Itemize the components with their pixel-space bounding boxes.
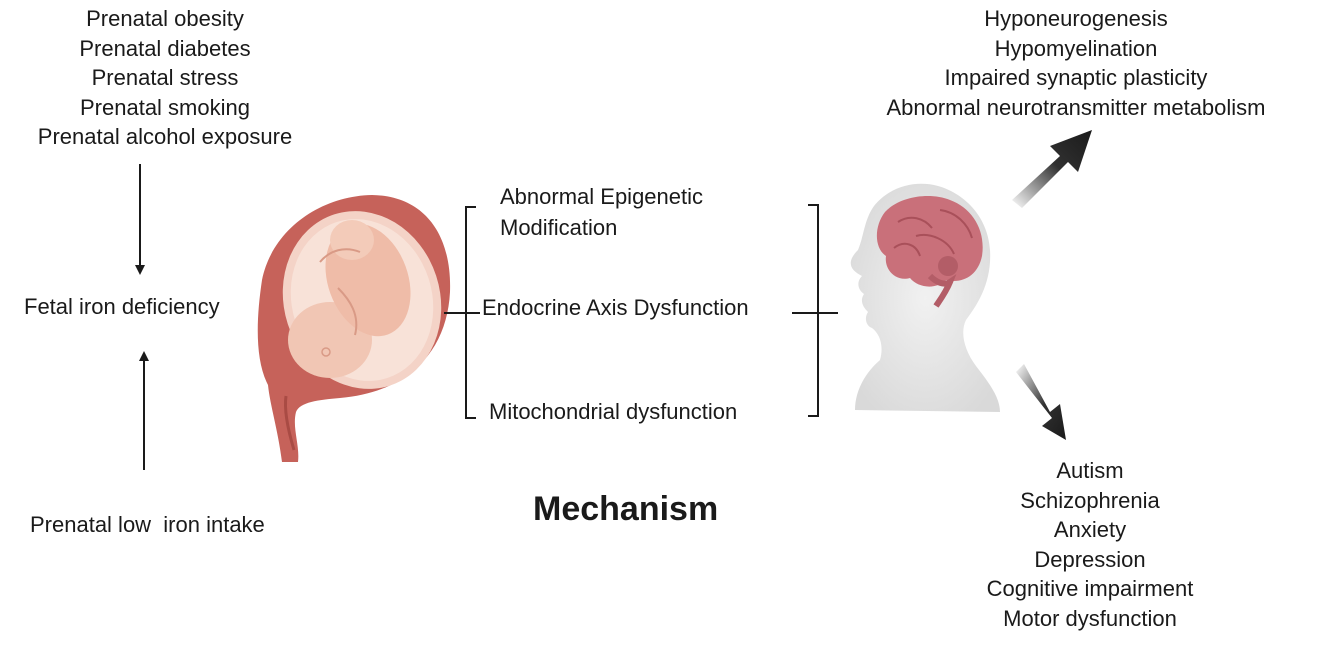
prenatal-cause-item: Prenatal stress (91, 65, 239, 90)
mechanism-epigenetic-line2: Modification (500, 215, 618, 240)
brain-effect-item: Hypomyelination (994, 35, 1158, 61)
mechanism-mitochondrial: Mitochondrial dysfunction (489, 399, 738, 424)
fetal-iron-deficiency-label: Fetal iron deficiency (24, 294, 220, 319)
brain-effect-item: Abnormal neurotransmitter metabolism (886, 94, 1266, 120)
mechanism-title: Mechanism (533, 490, 719, 528)
uterus-fetus-illustration (257, 195, 451, 462)
prenatal-cause-item: Prenatal diabetes (79, 35, 251, 61)
mechanism-epigenetic-line1: Abnormal Epigenetic (500, 184, 704, 209)
prenatal-low-iron-intake-label: Prenatal low iron intake (30, 512, 265, 537)
arrow-to-disorders (1016, 364, 1066, 440)
prenatal-cause-item: Prenatal smoking (80, 94, 250, 120)
disorder-item: Depression (1034, 546, 1146, 572)
head-brain-illustration (850, 183, 1000, 412)
prenatal-cause-item: Prenatal alcohol exposure (37, 124, 293, 149)
bracket-right (808, 204, 819, 417)
prenatal-causes-list: Prenatal obesity Prenatal diabetes Prena… (0, 4, 330, 152)
disorder-item: Anxiety (1053, 517, 1127, 542)
disorders-list: Autism Schizophrenia Anxiety Depression … (950, 456, 1230, 633)
mechanism-endocrine: Endocrine Axis Dysfunction (482, 295, 749, 320)
arrow-to-brain-effects (1012, 130, 1092, 208)
brain-effects-list: Hyponeurogenesis Hypomyelination Impaire… (846, 4, 1306, 122)
prenatal-cause-item: Prenatal obesity (86, 6, 244, 31)
disorder-item: Autism (1056, 458, 1124, 483)
disorder-item: Schizophrenia (1020, 487, 1160, 513)
disorder-item: Motor dysfunction (1003, 605, 1177, 631)
brain-effect-item: Impaired synaptic plasticity (944, 65, 1208, 90)
mechanism-epigenetic: Abnormal Epigenetic Modification (500, 181, 703, 243)
disorder-item: Cognitive impairment (986, 576, 1194, 601)
brain-effect-item: Hyponeurogenesis (984, 6, 1168, 31)
